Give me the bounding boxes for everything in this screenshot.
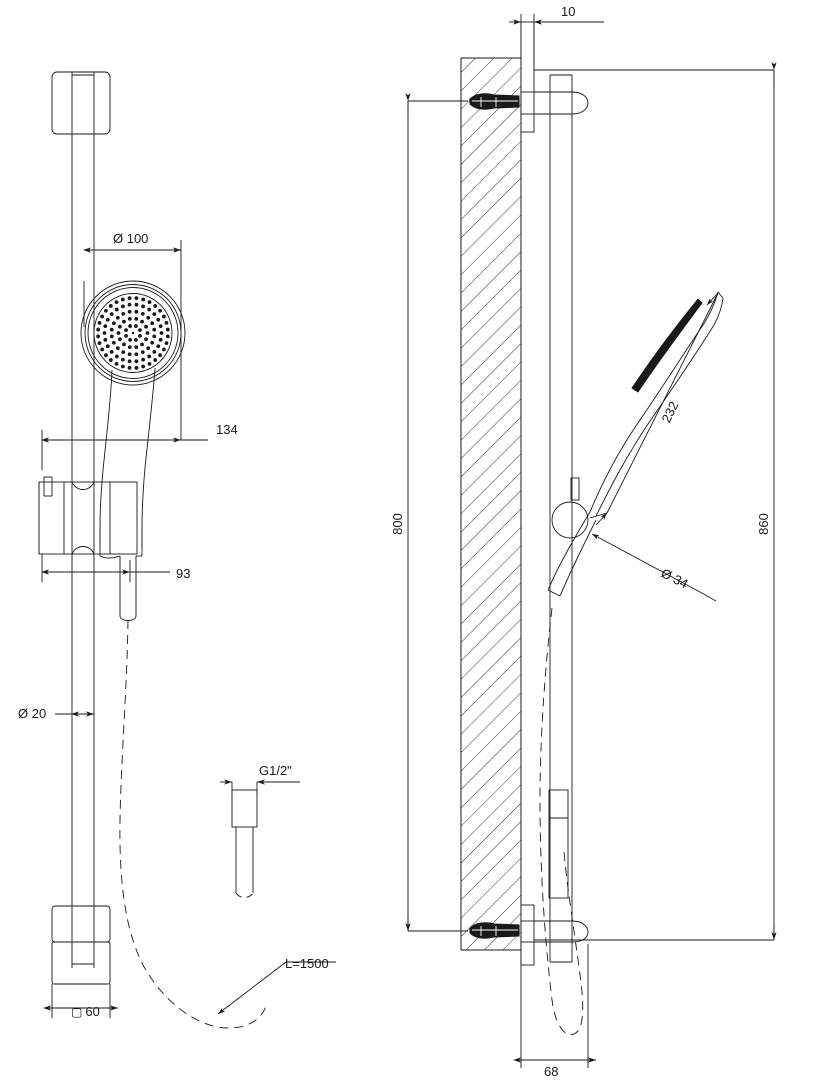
dim-plate-square: [43, 984, 118, 1018]
top-wall-plate: [51, 71, 111, 135]
label-rail-diameter: Ø 20: [18, 706, 46, 721]
dim-holder-projection: [41, 554, 170, 582]
front-view-group: [38, 71, 336, 1029]
label-holder-projection: 93: [176, 566, 190, 581]
section-rail-bar: [549, 74, 573, 963]
square-symbol: ▢: [71, 1005, 82, 1019]
top-anchor-screw: [469, 93, 520, 110]
shower-hose-front: [119, 619, 267, 1029]
handset-connector: [99, 528, 143, 621]
section-top-bracket-arm: [521, 91, 589, 115]
rail-holder-block: [38, 476, 138, 555]
section-bottom-bracket-arm: [521, 920, 589, 943]
label-slider-diameter: Ø 34: [659, 565, 691, 591]
bottom-wall-plate: [51, 905, 111, 985]
hose-connector-detail: [231, 789, 258, 898]
label-handset-length: 232: [658, 399, 681, 425]
wall-section: [460, 57, 522, 951]
dim-overall-height: [534, 61, 777, 941]
label-overall-height: 860: [756, 513, 771, 535]
dim-handset-length: [589, 292, 719, 526]
label-plate-square: ▢60: [71, 1004, 100, 1019]
label-assembly-depth: 68: [544, 1064, 558, 1079]
label-hose-thread: G1/2": [259, 763, 292, 778]
label-mount-spacing: 800: [390, 513, 405, 535]
bottom-anchor-screw: [469, 922, 520, 939]
dim-hose-thread: [220, 779, 300, 795]
rail-bar: [71, 72, 95, 968]
section-spray-slot: [631, 298, 703, 393]
dimension-labels: Ø 100 134 93 Ø 20 ▢60 G1/2" L=1500 10 80…: [18, 4, 771, 1079]
section-handset: [547, 291, 724, 597]
dim-spray-diameter: [83, 240, 182, 440]
dim-plate-offset: [509, 14, 604, 70]
dim-handset-projection: [41, 430, 208, 470]
side-section-view-group: [405, 14, 777, 1068]
label-hose-length: L=1500: [285, 956, 329, 971]
section-bottom-wall-plate: [520, 904, 535, 966]
handset-handle: [99, 367, 156, 548]
dim-assembly-depth: [513, 944, 596, 1068]
section-hose: [539, 607, 584, 1036]
label-handset-projection: 134: [216, 422, 238, 437]
leader-hose-length: [217, 961, 336, 1015]
label-plate-offset: 10: [561, 4, 575, 19]
spray-holes-pattern: [96, 296, 170, 370]
dim-mount-spacing: [405, 92, 468, 932]
section-holder-body: [548, 789, 569, 899]
section-top-wall-plate: [520, 21, 535, 133]
label-spray-diameter: Ø 100: [113, 231, 148, 246]
leader-slider-diameter: [591, 533, 717, 602]
slider-ring: [551, 477, 589, 539]
